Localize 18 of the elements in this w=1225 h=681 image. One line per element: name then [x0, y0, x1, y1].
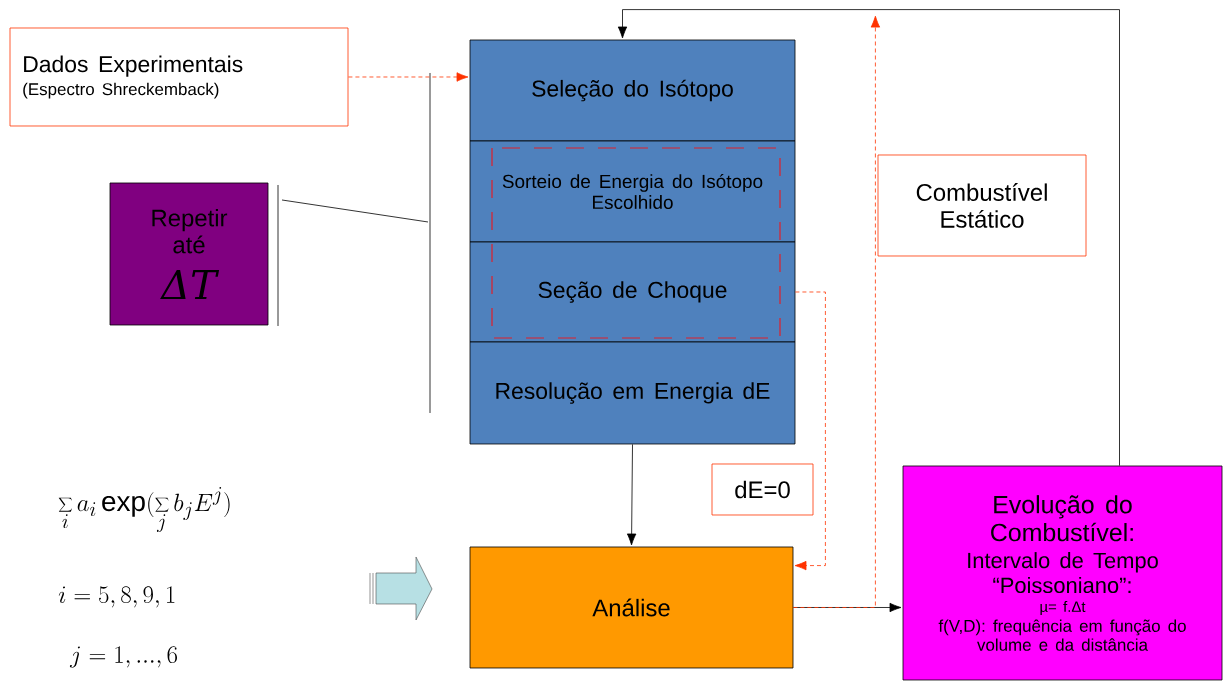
formula: $\sum_i a_i \exp(\sum_j b_j E^j)$	[58, 487, 230, 533]
arrow	[793, 15, 881, 608]
formula: $i = 5,8,9,1$	[58, 586, 175, 608]
process-box: Análise	[469, 546, 794, 669]
condition-box: dE=0	[711, 463, 814, 516]
arrow	[617, 9, 1120, 466]
arrow	[794, 291, 826, 571]
arrow	[626, 444, 637, 546]
loop-box: Repetir até ΔT	[109, 182, 269, 326]
process-band: Sorteio de Energia do Isótopo Escolhido	[469, 140, 796, 243]
process-band: Seção de Choque	[469, 241, 796, 343]
source-box: Dados Experimentais (Espectro Shreckemback)	[9, 27, 349, 127]
arrow	[348, 72, 469, 82]
process-band: Seleção do Isótopo	[469, 39, 796, 142]
process-box: Evolução do Combustível: Intervalo de Tempo “Poissoniano”: µ= f.Δt f(V,D): frequência em função do volume e da distância	[902, 465, 1223, 681]
process-band: Resolução em Energia dE	[469, 341, 796, 445]
note-box: Combustível Estático	[877, 154, 1087, 257]
formula: $j = 1,...,6$	[69, 646, 177, 668]
